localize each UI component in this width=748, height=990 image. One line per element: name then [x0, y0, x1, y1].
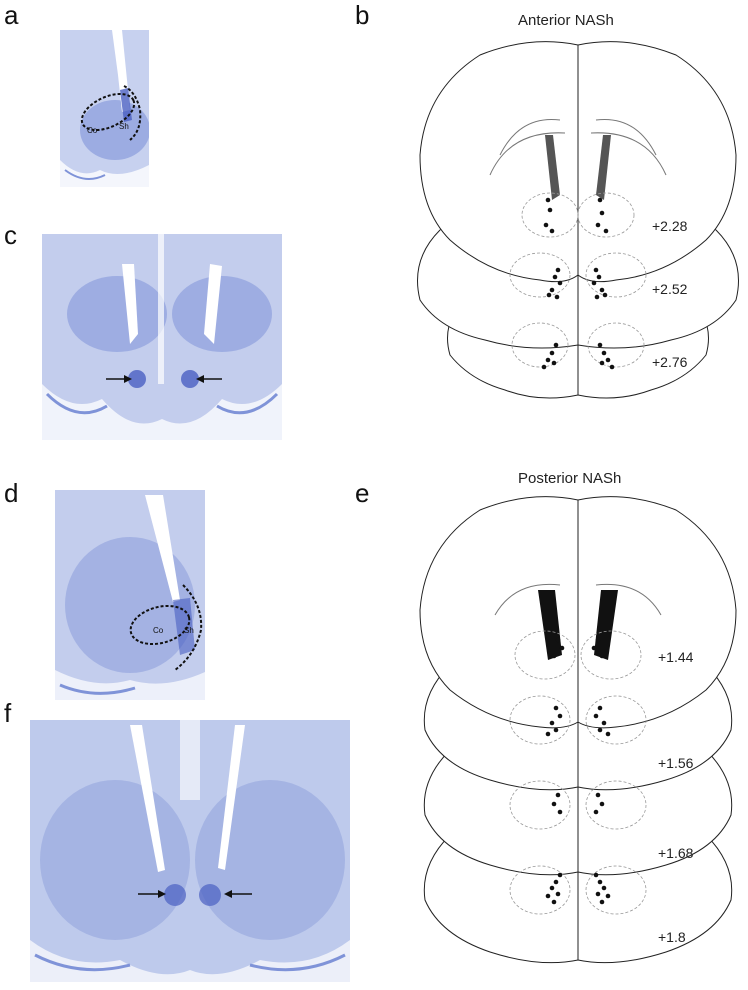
shell-label-a: Sh — [119, 122, 129, 131]
panel-letter-f: f — [4, 698, 12, 728]
panel-title-b: Anterior NASh — [518, 12, 614, 29]
coordinate-label-e-1: +1.44 — [658, 649, 694, 665]
micrograph-a: Co Sh — [60, 30, 149, 187]
atlas-e-posterior: +1.44 +1.56 +1.68 +1.8 — [410, 490, 748, 985]
panel-letter-d: d — [4, 478, 19, 508]
arrow-left-pointer-f — [138, 890, 166, 898]
panel-letter-c: c — [4, 220, 17, 250]
core-outline-a — [80, 92, 136, 132]
arrow-left-pointer-c — [106, 375, 132, 383]
coordinate-label-e-3: +1.68 — [658, 845, 694, 861]
shell-outline-a — [123, 85, 142, 141]
panel-letter-b: b — [355, 0, 370, 30]
arrow-right-pointer-c — [196, 375, 222, 383]
panel-letter-e: e — [355, 478, 370, 508]
shell-outline-d — [174, 584, 203, 671]
core-outline-d — [129, 604, 191, 646]
micrograph-f — [30, 720, 350, 982]
coordinate-label-e-4: +1.8 — [658, 929, 686, 945]
panel-letter-a: a — [4, 0, 19, 30]
panel-title-e: Posterior NASh — [518, 470, 622, 487]
atlas-b-anterior: +2.28 +2.52 +2.76 — [410, 35, 748, 410]
coordinate-label-b-1: +2.28 — [652, 218, 688, 234]
arrow-right-pointer-f — [224, 890, 252, 898]
core-label-d: Co — [153, 626, 164, 635]
micrograph-d: Co Sh — [55, 490, 205, 700]
micrograph-c — [42, 234, 282, 440]
coordinate-label-e-2: +1.56 — [658, 755, 694, 771]
shell-label-d: Sh — [184, 626, 194, 635]
coordinate-label-b-2: +2.52 — [652, 281, 688, 297]
coordinate-label-b-3: +2.76 — [652, 354, 688, 370]
core-label-a: Co — [87, 126, 98, 135]
